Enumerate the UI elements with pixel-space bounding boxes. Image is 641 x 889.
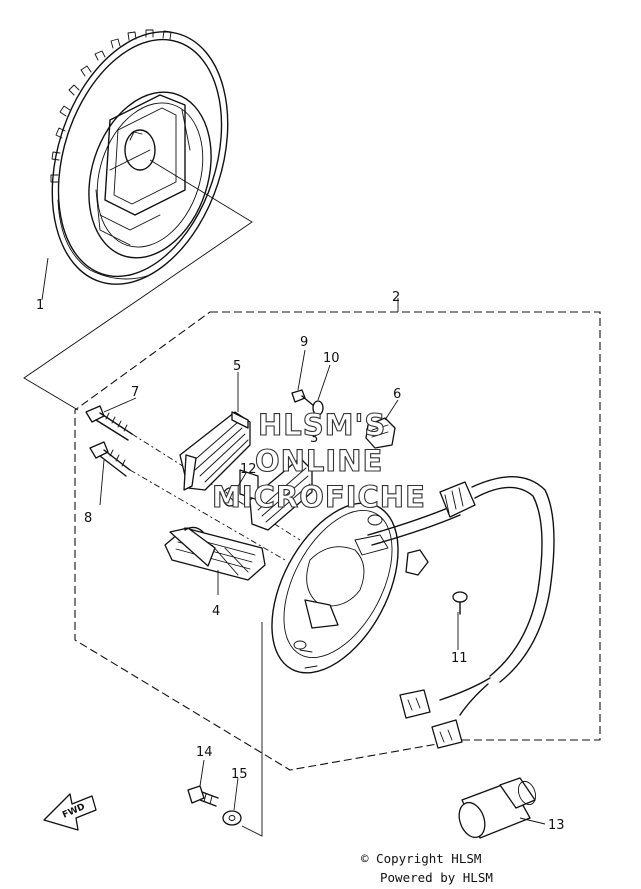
part-label-15: 15 [231, 767, 248, 782]
part-label-10: 10 [323, 351, 340, 366]
part-label-9: 9 [300, 335, 308, 350]
coil-5 [179, 411, 251, 491]
clamp-6 [365, 417, 396, 449]
stator-assembly-outline [74, 311, 601, 771]
stator-base-plate [271, 502, 399, 674]
washer-10 [312, 400, 324, 416]
bolt-8 [89, 441, 131, 477]
part-label-12: 12 [240, 462, 257, 477]
powered-by-text: Powered by HLSM [380, 870, 493, 885]
bolt-7 [85, 405, 133, 441]
screw-11 [452, 591, 468, 615]
part-label-6: 6 [393, 387, 401, 402]
screw-9 [291, 389, 315, 407]
part-label-13: 13 [548, 818, 565, 833]
coil-3 [239, 457, 313, 531]
watermark-line-2: ONLINE [255, 444, 383, 478]
part-label-1: 1 [36, 298, 44, 313]
part-label-5: 5 [233, 359, 241, 374]
part-label-11: 11 [451, 651, 468, 666]
watermark-line-1: HLSM'S [258, 408, 386, 442]
coil-4 [164, 526, 266, 581]
part-label-3: 3 [310, 431, 318, 446]
fwd-arrow: FWD [43, 793, 97, 831]
part-label-14: 14 [196, 745, 213, 760]
part-label-7: 7 [131, 385, 139, 400]
part-label-2: 2 [392, 290, 400, 305]
flywheel-rotor [50, 29, 229, 285]
screw-12 [222, 487, 238, 507]
part-label-8: 8 [84, 511, 92, 526]
part-label-4: 4 [212, 604, 220, 619]
wire-harness [367, 476, 555, 749]
watermark-line-3: MICROFICHE [212, 480, 426, 514]
sleeve-13 [458, 777, 537, 839]
copyright-text: © Copyright HLSM [361, 851, 482, 866]
washer-15 [222, 810, 242, 826]
watermark: HLSM'S ONLINE MICROFICHE [211, 407, 426, 514]
bolt-14 [187, 785, 219, 807]
